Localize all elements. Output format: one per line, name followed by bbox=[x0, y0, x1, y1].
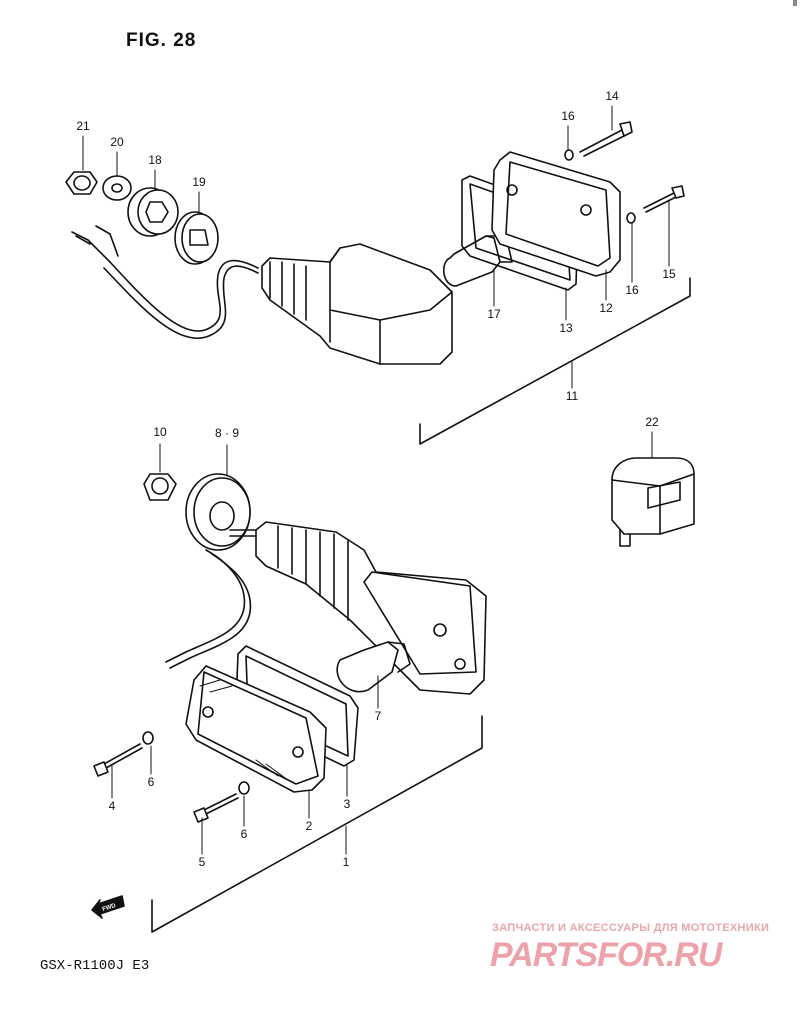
callout-16-top: 16 bbox=[561, 109, 575, 123]
callout-5: 5 bbox=[199, 855, 206, 869]
callout-21: 21 bbox=[76, 119, 90, 133]
grommet-part-8-9 bbox=[185, 473, 251, 551]
callout-15: 15 bbox=[662, 267, 676, 281]
callout-11: 11 bbox=[566, 389, 579, 403]
callout-18: 18 bbox=[148, 153, 162, 167]
washer-part-16-top bbox=[564, 149, 574, 161]
watermark-logo: PARTSFOR.RU bbox=[490, 936, 722, 974]
callout-7: 7 bbox=[375, 709, 382, 723]
callout-16-right: 16 bbox=[625, 283, 639, 297]
washer-part-16-right bbox=[626, 212, 636, 224]
fwd-label: FWD bbox=[102, 903, 117, 913]
forward-arrow-icon bbox=[91, 895, 125, 919]
model-code: GSX-R1100J E3 bbox=[40, 958, 150, 974]
screw-part-5 bbox=[193, 793, 239, 823]
callout-19: 19 bbox=[192, 175, 206, 189]
nut-part-10 bbox=[143, 473, 177, 501]
washer-part-20 bbox=[102, 175, 132, 201]
washer-part-19 bbox=[174, 211, 219, 265]
callout-8-9: 8 · 9 bbox=[215, 426, 239, 440]
callout-4: 4 bbox=[109, 799, 116, 813]
washer-part-6-upper bbox=[142, 731, 154, 745]
callout-17: 17 bbox=[487, 307, 501, 321]
wire-harness-lower bbox=[165, 529, 259, 669]
callout-2: 2 bbox=[306, 819, 313, 833]
edge-mark bbox=[793, 0, 797, 6]
screw-part-4 bbox=[93, 743, 143, 777]
callout-6-lower: 6 bbox=[241, 827, 248, 841]
leader-lines bbox=[82, 105, 670, 855]
turn-signal-housing-upper bbox=[261, 243, 453, 365]
assembly-bracket-1 bbox=[151, 715, 483, 933]
callout-14: 14 bbox=[605, 89, 619, 103]
callout-3: 3 bbox=[344, 797, 351, 811]
screw-part-14 bbox=[579, 121, 633, 157]
figure-title: FIG. 28 bbox=[126, 30, 197, 51]
callout-22: 22 bbox=[645, 415, 659, 429]
callout-6-upper: 6 bbox=[148, 775, 155, 789]
nut-part-21 bbox=[65, 171, 98, 195]
lens-part-12 bbox=[491, 151, 621, 277]
wire-harness-upper bbox=[71, 225, 259, 340]
bulb-part-7 bbox=[336, 641, 411, 693]
relay-part-22 bbox=[611, 457, 695, 547]
callout-labels: 21 20 18 19 16 14 15 16 17 13 12 11 10 8… bbox=[76, 89, 676, 869]
grommet-part-18 bbox=[127, 187, 179, 237]
callout-13: 13 bbox=[559, 321, 573, 335]
screw-part-15 bbox=[643, 185, 685, 213]
callout-1: 1 bbox=[343, 855, 350, 869]
callout-20: 20 bbox=[110, 135, 124, 149]
turn-signal-housing-lower bbox=[255, 521, 487, 695]
assembly-bracket-11 bbox=[419, 277, 691, 445]
lens-part-2 bbox=[185, 665, 327, 793]
washer-part-6-lower bbox=[238, 781, 250, 795]
callout-10: 10 bbox=[153, 425, 167, 439]
callout-12: 12 bbox=[599, 301, 613, 315]
watermark-text: ЗАПЧАСТИ И АКСЕССУАРЫ ДЛЯ МОТОТЕХНИКИ bbox=[492, 922, 770, 934]
